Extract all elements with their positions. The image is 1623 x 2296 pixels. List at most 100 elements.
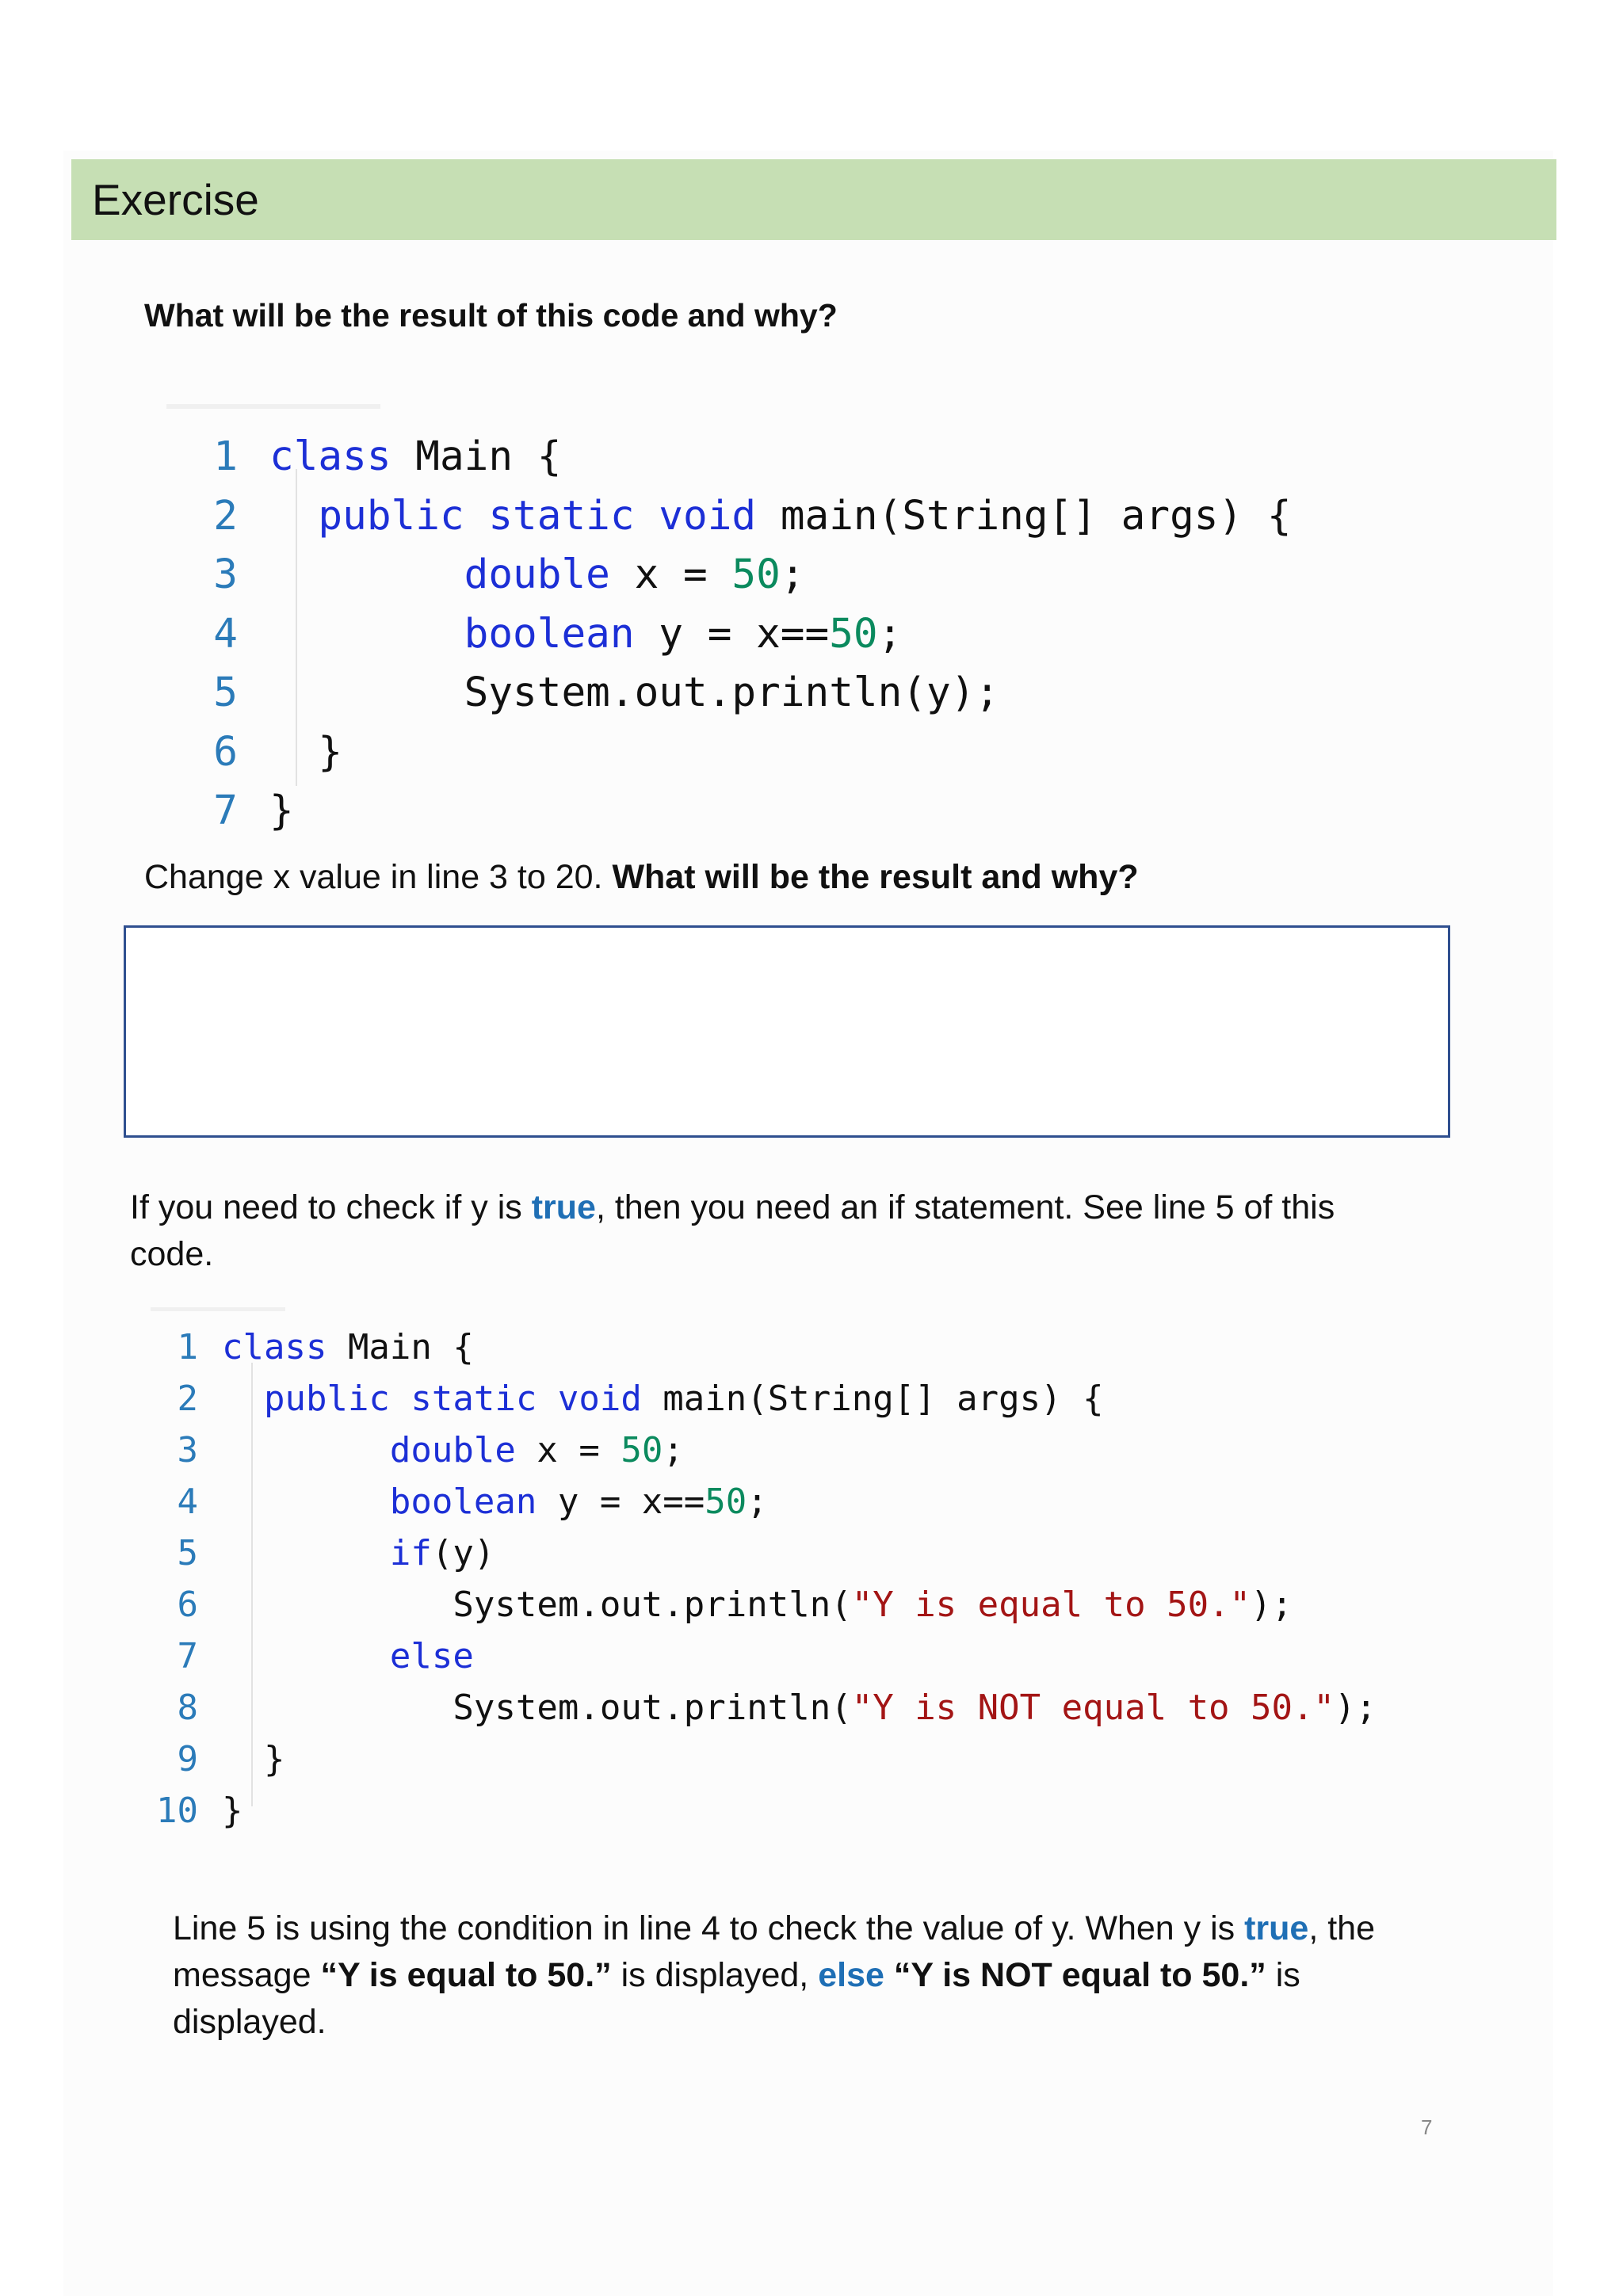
code-line: public static void main(String[] args) { [269,487,1292,546]
para2-text-g [884,1956,894,1994]
code-token: } [269,788,294,834]
code-token: y = x== [634,610,830,658]
code-token: Main { [327,1327,474,1367]
code-token: class [269,433,391,480]
code-token [222,1379,264,1419]
line-number: 7 [177,1636,199,1676]
code-line: } [269,782,294,841]
line-number: 1 [177,1327,199,1367]
line-number: 5 [213,669,238,716]
paragraph-if-statement: If you need to check if y is true, then … [130,1184,1398,1278]
line-number: 3 [177,1430,199,1470]
code-line: if(y) [222,1527,495,1579]
para2-message-equal: “Y is equal to 50.” [320,1956,612,1994]
code-token: main(String[] args) { [756,492,1292,540]
para1-text-a: If you need to check if y is [130,1188,532,1226]
code-token [222,1533,390,1573]
code-token: x = [515,1430,621,1470]
code-line: public static void main(String[] args) { [222,1373,1104,1425]
code-token: 50 [621,1430,663,1470]
line-number: 2 [177,1379,199,1419]
line-number: 1 [213,433,238,480]
code-token: boolean [464,610,635,658]
code-line: System.out.println(y); [269,664,1000,723]
code-block-top-border [151,1307,285,1311]
line-number: 9 [177,1739,199,1779]
change-instruction-text: Change x value in line 3 to 20. [144,858,613,896]
code-token: ; [780,551,805,598]
code-line: class Main { [222,1322,474,1373]
line-number: 2 [213,492,238,540]
para2-keyword-true: true [1244,1909,1309,1947]
code-line: System.out.println("Y is equal to 50."); [222,1579,1293,1630]
question-1: What will be the result of this code and… [144,297,838,334]
section-title: Exercise [92,175,259,224]
code-token: boolean [389,1482,537,1522]
para2-text-c: , the message [173,1909,1375,1994]
code-token [222,1482,390,1522]
code-token: ); [1335,1688,1377,1728]
code-token: Main { [391,433,562,480]
code-token: ; [877,610,903,658]
line-number: 8 [177,1688,199,1728]
code-token: public static void [318,492,757,540]
line-number: 10 [156,1791,198,1831]
section-header: Exercise [71,159,1556,240]
code-token: ; [747,1482,768,1522]
page-number: 7 [1421,2115,1433,2139]
code-line: } [222,1733,285,1785]
para2-keyword-else: else [818,1956,884,1994]
para1-keyword-true: true [531,1188,596,1226]
code-token [269,493,318,540]
code-token: System.out.println( [222,1585,852,1625]
code-token: ); [1251,1585,1293,1625]
code-token: y = x== [537,1482,705,1522]
line-number: 5 [177,1533,199,1573]
line-number: 4 [213,610,238,658]
code-token: "Y is NOT equal to 50." [851,1688,1335,1728]
page-background [63,151,1553,2296]
code-token [222,1430,390,1470]
code-line: double x = 50; [269,546,805,605]
code-token [269,611,464,658]
code-block-1: 1 class Main { 2 public static void main(S… [166,404,1355,834]
code-line: else [222,1630,474,1682]
indent-guide [251,1363,253,1806]
para2-text-e: is displayed, [611,1956,819,1994]
code-token: double [464,551,610,598]
answer-box[interactable] [124,925,1450,1138]
code-line: System.out.println("Y is NOT equal to 50… [222,1682,1377,1733]
para1-text-c: , then you need an if statement. See lin… [130,1188,1335,1273]
code-token: } [222,1739,285,1779]
code-token: class [222,1327,327,1367]
code-token: } [222,1791,243,1831]
code-token: public static void [263,1379,642,1419]
change-instruction: Change x value in line 3 to 20. What wil… [144,858,1139,897]
line-number: 6 [177,1585,199,1625]
code-line: } [269,723,342,782]
code-line: boolean y = x==50; [269,605,903,664]
code-token: System.out.println(y); [269,669,1000,716]
code-block-top-border [166,404,380,409]
code-token: "Y is equal to 50." [851,1585,1251,1625]
para2-message-not-equal: “Y is NOT equal to 50.” [893,1956,1266,1994]
code-token: main(String[] args) { [641,1379,1104,1419]
code-token: else [389,1636,474,1676]
line-number: 3 [213,551,238,598]
code-token: 50 [829,610,878,658]
code-token: 50 [705,1482,747,1522]
code-token: 50 [731,551,781,598]
code-token [222,1636,390,1676]
para2-text-a: Line 5 is using the condition in line 4 … [173,1909,1245,1947]
code-token: double [389,1430,516,1470]
indent-guide [296,469,297,786]
code-token: } [269,728,343,776]
code-token: if [389,1533,432,1573]
line-number: 7 [213,788,238,834]
line-number: 6 [213,728,238,776]
code-token: ; [663,1430,684,1470]
code-token [269,551,464,598]
code-line: } [222,1785,243,1836]
code-line: class Main { [269,428,561,486]
code-token: x = [609,551,732,598]
